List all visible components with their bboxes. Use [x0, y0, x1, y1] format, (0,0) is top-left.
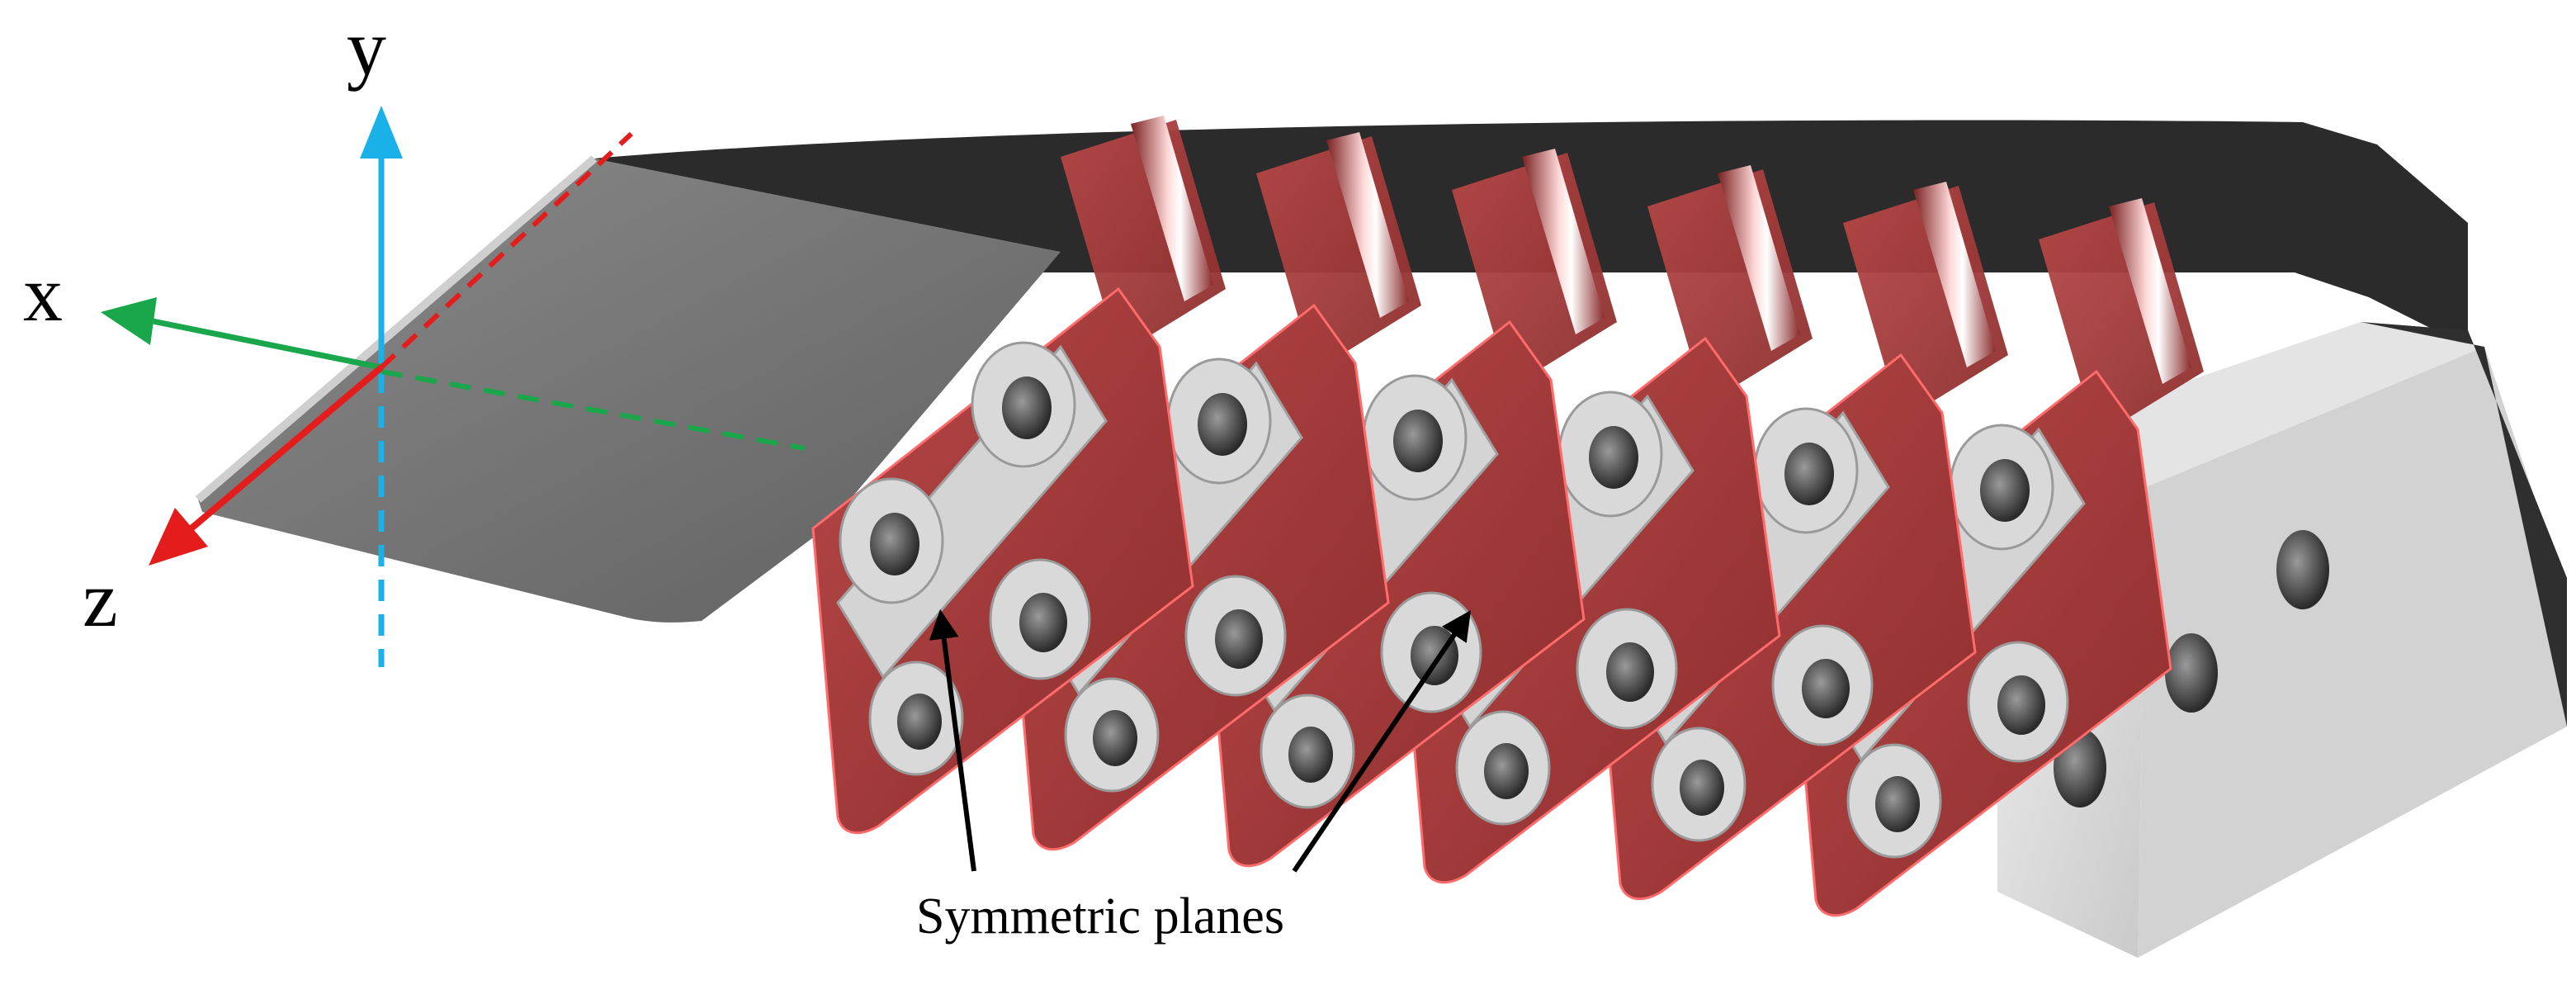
bolt-hole — [1980, 459, 2030, 522]
z-axis-label: z — [83, 555, 118, 643]
annotation-label: Symmetric planes — [916, 888, 1284, 945]
bolt-hole — [1198, 393, 1247, 456]
bolt-hole — [1875, 776, 1920, 832]
y-axis-label: y — [347, 3, 386, 92]
bolt-hole — [1589, 426, 1638, 489]
bolt-hole — [1002, 376, 1052, 439]
x-axis-line — [148, 317, 382, 371]
bolt-hole — [1606, 642, 1654, 702]
symmetric-planes-annotation: Symmetric planes — [916, 609, 1472, 945]
coordinate-axes: y x z — [23, 3, 806, 667]
tooth-1 — [811, 116, 1226, 835]
x-axis-label: x — [23, 249, 63, 338]
block-dark-right-edge — [2361, 322, 2567, 727]
tooth-ridge — [1131, 116, 1213, 301]
bolt-hole — [1093, 710, 1137, 766]
bolt-hole — [1784, 443, 1834, 505]
x-axis-dashed — [380, 369, 806, 451]
bolt-hole — [1019, 593, 1067, 652]
tooth-ridge — [1326, 132, 1409, 318]
z-axis-arrowhead — [149, 508, 208, 566]
annotation-arrow-left — [929, 609, 976, 872]
bolt-hole — [1802, 659, 1850, 718]
y-axis-arrowhead — [360, 106, 403, 159]
bolt-hole — [897, 694, 942, 750]
annotation-arrow-right — [1292, 610, 1472, 873]
teeth-group — [811, 116, 2204, 917]
block-hole-1 — [2276, 530, 2329, 609]
tooth-ridge — [1522, 149, 1605, 334]
bolt-hole — [1484, 743, 1529, 799]
x-axis-arrowhead — [101, 297, 157, 345]
block-right-face — [2138, 347, 2567, 958]
block-hole-2 — [2165, 633, 2218, 713]
tooth-ridge — [1913, 182, 1996, 367]
bolt-hole — [1997, 675, 2045, 735]
z-axis-line — [179, 364, 384, 540]
bolt-hole — [1288, 727, 1333, 783]
cad-model — [195, 116, 2567, 958]
bolt-hole — [1680, 760, 1724, 816]
tooth-ridge — [1718, 165, 1800, 351]
z-axis-dashed — [379, 131, 634, 370]
bolt-hole — [1215, 609, 1263, 669]
tooth-ridge — [2109, 198, 2191, 384]
bolt-hole — [870, 513, 919, 575]
bolt-hole — [1393, 410, 1443, 472]
tooth-4 — [1398, 165, 1813, 884]
plate-top-edge — [195, 155, 598, 503]
gray-flat-plate — [198, 159, 1061, 623]
